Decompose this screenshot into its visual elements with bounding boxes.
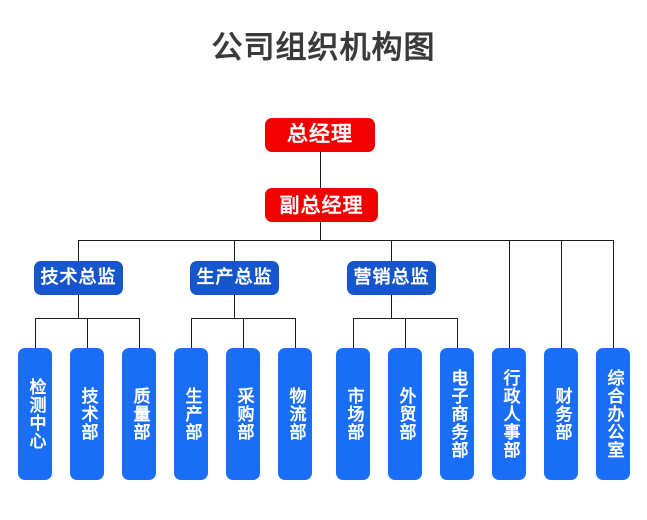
connector-deputy-stem [320,221,321,240]
node-dept-market[interactable]: 市场部 [336,348,370,480]
connector-bus-to-admin-hr-dept [509,240,510,348]
connector-sales-to-market-dept [353,318,354,348]
connector-bus-to-production-director [234,240,235,261]
connector-bus-to-sales-director [391,240,392,261]
connector-sales-to-ecommerce-dept [457,318,458,348]
node-dept-production[interactable]: 生产部 [174,348,208,480]
node-dept-finance[interactable]: 财务部 [544,348,578,480]
connector-tech-to-testing-center [35,318,36,348]
node-dept-logistics[interactable]: 物流部 [278,348,312,480]
connector-production-to-purchasing-dept [243,318,244,348]
node-dept-general-office[interactable]: 综合办公室 [596,348,630,480]
connector-production-to-production-dept [191,318,192,348]
node-dept-admin-hr[interactable]: 行政人事部 [492,348,526,480]
node-deputy-general-manager[interactable]: 副总经理 [265,188,378,222]
node-dept-purchasing[interactable]: 采购部 [226,348,260,480]
page-title: 公司组织机构图 [211,30,436,66]
node-production-director[interactable]: 生产总监 [190,261,279,295]
connector-bus-to-finance-dept [561,240,562,348]
connector-tech-to-technology-dept [87,318,88,348]
connector-production-director-stem [234,295,235,318]
node-general-manager[interactable]: 总经理 [265,118,375,152]
connector-tech-director-stem [78,295,79,318]
node-dept-foreign-trade[interactable]: 外贸部 [388,348,422,480]
connector-tech-to-quality-dept [139,318,140,348]
connector-bus-to-tech-director [78,240,79,261]
connector-production-to-logistics-dept [295,318,296,348]
node-dept-testing-center[interactable]: 检测中心 [18,348,52,480]
node-dept-technology[interactable]: 技术部 [70,348,104,480]
connector-gm-to-deputy [320,152,321,190]
node-marketing-director[interactable]: 营销总监 [347,261,436,295]
connector-sales-director-stem [391,295,392,318]
node-dept-quality[interactable]: 质量部 [122,348,156,480]
connector-bus-to-general-office [613,240,614,348]
node-technical-director[interactable]: 技术总监 [34,261,123,295]
connector-main-bus [78,240,613,241]
node-dept-ecommerce[interactable]: 电子商务部 [440,348,474,480]
connector-sales-to-foreign-trade-dept [405,318,406,348]
